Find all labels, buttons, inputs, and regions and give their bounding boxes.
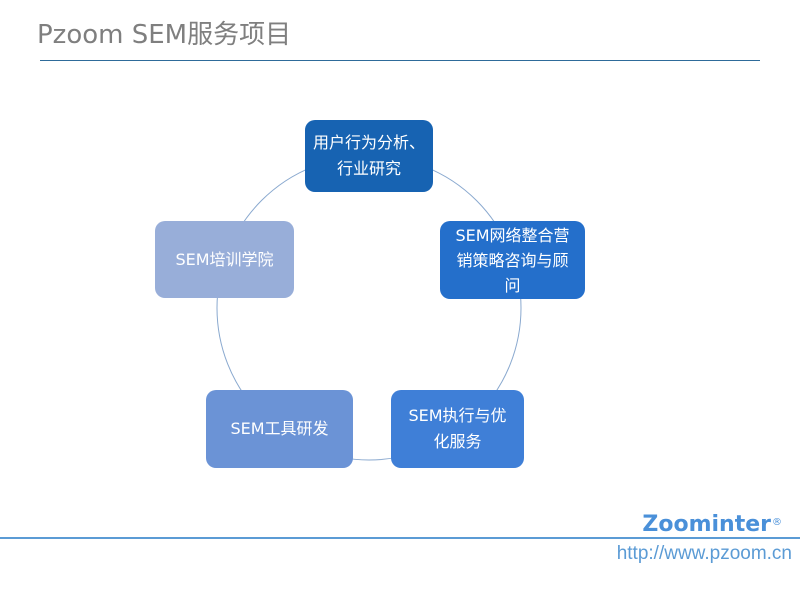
cycle-node-user-behavior-analysis: 用户行为分析、 行业研究 — [305, 120, 433, 192]
cycle-node-sem-strategy-consulting: SEM网络整合营 销策略咨询与顾 问 — [440, 221, 585, 299]
cycle-node-sem-training-academy: SEM培训学院 — [155, 221, 294, 298]
brand-logo: Zoominter® — [642, 512, 782, 537]
node-label-line: SEM执行与优 — [408, 406, 507, 425]
registered-mark: ® — [772, 517, 782, 528]
website-url: http://www.pzoom.cn — [616, 543, 792, 564]
node-label-line: 用户行为分析、 — [312, 133, 425, 152]
node-label-line: 行业研究 — [336, 159, 401, 178]
cycle-node-sem-tool-development: SEM工具研发 — [206, 390, 353, 468]
node-label-line: 化服务 — [433, 432, 482, 451]
cycle-node-sem-execution-optimization: SEM执行与优 化服务 — [391, 390, 524, 468]
node-label-line: 销策略咨询与顾 — [456, 250, 569, 270]
slide-title: Pzoom SEM服务项目 — [37, 20, 292, 50]
footer-divider — [0, 537, 800, 539]
node-label-line: SEM培训学院 — [175, 249, 274, 269]
node-label-line: SEM工具研发 — [230, 419, 329, 438]
header-divider — [40, 60, 760, 61]
node-label-line: 问 — [504, 275, 521, 295]
brand-name: Zoominter — [642, 512, 771, 537]
node-label-line: SEM网络整合营 — [455, 225, 570, 245]
